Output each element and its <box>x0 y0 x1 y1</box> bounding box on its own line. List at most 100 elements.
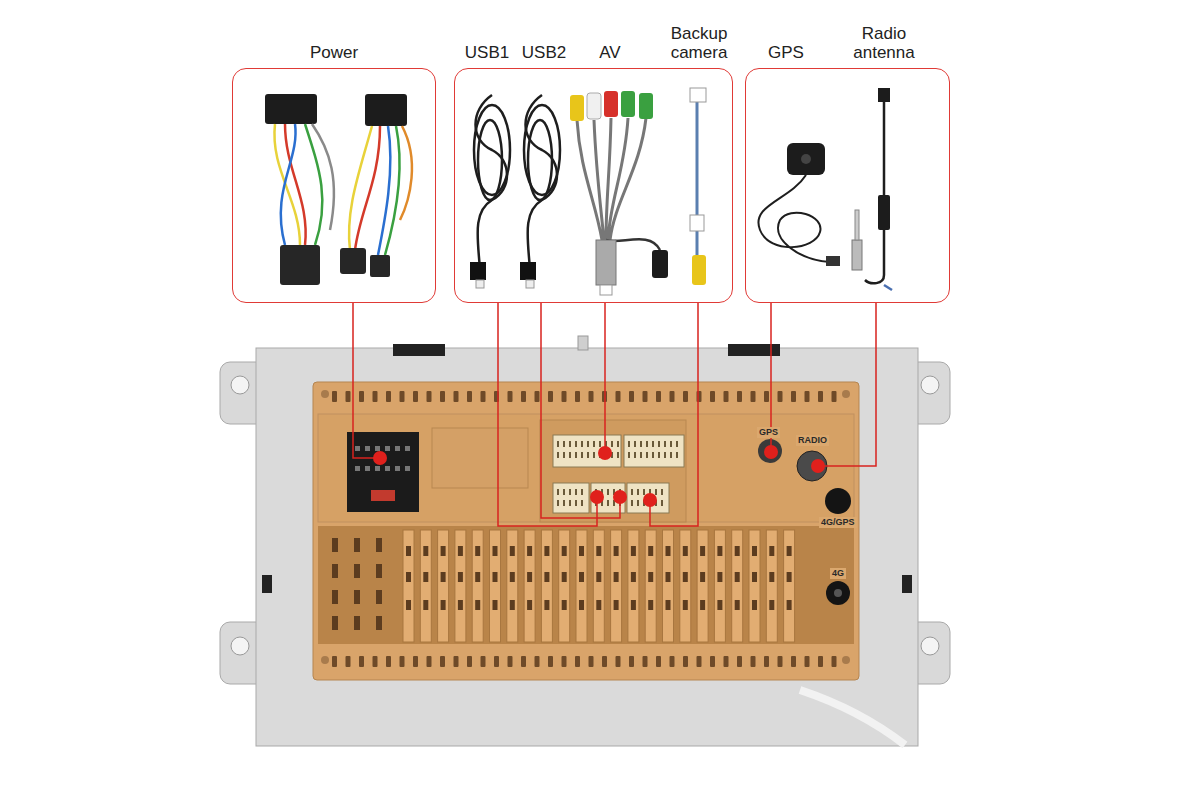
power-connector <box>347 432 419 512</box>
power-harness <box>365 94 407 126</box>
vent-slots <box>493 572 498 582</box>
header-pins <box>634 452 636 458</box>
mounting-plate <box>728 344 780 356</box>
vent-slots <box>656 656 661 667</box>
header-pins <box>670 452 672 458</box>
camera-cable <box>690 215 704 231</box>
vent-slots <box>490 530 501 642</box>
connector-pins <box>375 446 380 451</box>
stereo-body <box>321 656 329 664</box>
vent-slots <box>455 530 466 642</box>
power-harness <box>355 126 380 250</box>
vent-slots <box>670 656 675 667</box>
vent-slots <box>562 391 567 402</box>
vent-slots <box>735 572 740 582</box>
gps-antenna <box>758 143 840 266</box>
vent-slots <box>359 391 364 402</box>
power-harness <box>312 124 334 230</box>
vent-slots <box>805 656 810 667</box>
header-pins <box>575 452 577 458</box>
vent-slots <box>413 391 418 402</box>
mounting-plate <box>921 637 939 655</box>
vent-slots <box>494 656 499 667</box>
vent-slots <box>579 572 584 582</box>
vent-slots <box>629 656 634 667</box>
vent-slots <box>602 656 607 667</box>
vent-slots <box>752 572 757 582</box>
vent-slots <box>735 546 740 556</box>
camera-cable <box>692 255 706 285</box>
vent-slots <box>420 530 431 642</box>
header-pins <box>563 452 565 458</box>
vent-slots <box>769 546 774 556</box>
port-marker <box>373 445 825 507</box>
mounting-plate <box>393 344 445 356</box>
vent-slots <box>832 391 837 402</box>
vent-slots <box>717 600 722 610</box>
radio-adapter <box>852 240 862 270</box>
port-label: GPS <box>757 427 780 438</box>
stereo-body <box>321 390 329 398</box>
vent-slots <box>614 546 619 556</box>
vent-slots <box>458 546 463 556</box>
vent-slots <box>732 530 743 642</box>
mounting-plate <box>231 376 249 394</box>
header-pins <box>652 441 654 447</box>
header-pins <box>587 452 589 458</box>
vent-slots <box>579 600 584 610</box>
vent-slots <box>663 530 674 642</box>
header-pins <box>658 441 660 447</box>
header-pins <box>628 441 630 447</box>
port-marker <box>590 490 604 504</box>
radio-adapter <box>878 195 890 230</box>
cable-label: USB2 <box>514 43 574 62</box>
cable-group-box: GPSRadio antenna <box>745 68 950 303</box>
vent-slots <box>354 616 360 630</box>
port-marker <box>811 459 825 473</box>
vent-slots <box>354 564 360 578</box>
vent-slots <box>791 391 796 402</box>
vent-slots <box>406 600 411 610</box>
vent-slots <box>376 616 382 630</box>
vent-slots <box>752 546 757 556</box>
pin-header <box>553 483 589 513</box>
vent-slots <box>475 572 480 582</box>
header-pins <box>563 489 565 495</box>
power-connector <box>347 432 419 512</box>
vent-slots <box>475 600 480 610</box>
vent-slots <box>354 590 360 604</box>
vent-slots <box>764 656 769 667</box>
vent-slots <box>332 391 837 667</box>
vent-slots <box>589 391 594 402</box>
vent-slots <box>697 530 708 642</box>
vent-slots <box>697 656 702 667</box>
header-pins <box>661 500 663 506</box>
header-pins <box>575 441 577 447</box>
header-pins <box>569 489 571 495</box>
connector-pins <box>355 466 360 471</box>
vent-slots <box>481 656 486 667</box>
header-pins <box>557 441 559 447</box>
vent-slots <box>714 530 725 642</box>
header-pins <box>631 489 633 495</box>
vent-slots <box>784 530 795 642</box>
vent-slots <box>481 391 486 402</box>
vent-slots <box>724 656 729 667</box>
vent-slots <box>332 538 338 552</box>
cable-label: Power <box>274 43 394 62</box>
usb-plugs <box>520 262 536 280</box>
usb-cables <box>526 95 558 270</box>
connector-pins <box>385 446 390 451</box>
header-pins <box>569 441 571 447</box>
vent-slots <box>832 656 837 667</box>
av-cable <box>577 118 646 240</box>
port-marker <box>598 446 612 460</box>
pin-header <box>624 435 684 467</box>
header-pins <box>569 452 571 458</box>
usb-cables <box>528 120 552 200</box>
power-harness <box>340 248 366 274</box>
av-cable <box>570 91 668 295</box>
cable-label: GPS <box>756 43 816 62</box>
vent-slots <box>683 656 688 667</box>
vent-slots <box>467 391 472 402</box>
